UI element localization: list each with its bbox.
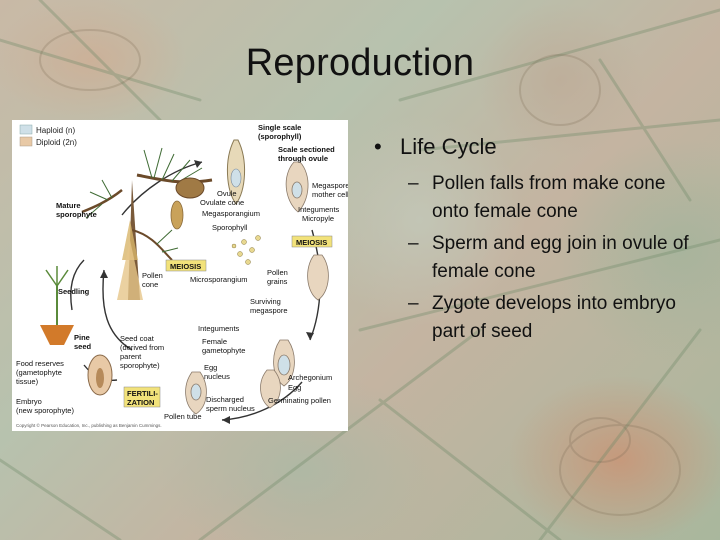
- label-food-reserves-1: Food reserves: [16, 359, 64, 368]
- label-food-reserves-2: (gametophyte: [16, 368, 62, 377]
- sub-bullet-marker: –: [408, 233, 419, 254]
- bullet-marker: •: [374, 134, 382, 159]
- label-seed-coat-2: (derived from: [120, 343, 164, 352]
- legend-haploid: Haploid (n): [36, 126, 75, 135]
- label-sporophyll-paren: (sporophyll): [258, 132, 302, 141]
- label-egg-2: Egg: [288, 383, 301, 392]
- label-mother-cell: mother cell: [312, 190, 348, 199]
- bullet-life-cycle-text: Life Cycle: [400, 134, 497, 159]
- label-seed: seed: [74, 342, 92, 351]
- label-sporophyll: Sporophyll: [212, 223, 248, 232]
- label-pine: Pine: [74, 333, 90, 342]
- pine-life-cycle-figure: Haploid (n) Diploid (2n): [12, 120, 348, 431]
- label-copyright: Copyright © Pearson Education, Inc., pub…: [16, 422, 162, 428]
- label-embryo-2: (new sporophyte): [16, 406, 74, 415]
- label-megasporangium: Megasporangium: [202, 209, 260, 218]
- pollen-grains-image: [231, 235, 261, 265]
- diploid-swatch: [19, 136, 33, 147]
- label-megaspore-2: megaspore: [250, 306, 288, 315]
- label-integuments-top: Integuments: [298, 205, 340, 214]
- sub-bullet-zygote: – Zygote develops into embryo part of se…: [370, 290, 700, 346]
- label-fertil-2: ZATION: [127, 398, 154, 407]
- sub-bullet-text: Pollen falls from make cone onto female …: [432, 173, 666, 222]
- label-germinating-pollen: Germinating pollen: [268, 396, 331, 405]
- sub-bullet-text: Sperm and egg join in ovule of female co…: [432, 233, 689, 282]
- label-microsporangium: Microsporangium: [190, 275, 248, 284]
- slide-title: Reproduction: [245, 42, 475, 84]
- figure-labels: Single scale (sporophyll) Scale sectione…: [16, 123, 348, 428]
- label-female: Female: [202, 337, 227, 346]
- meiosis-left-box: [165, 259, 207, 272]
- label-food-reserves-3: tissue): [16, 377, 39, 386]
- label-ovulate-cone: Ovulate cone: [200, 198, 244, 207]
- fertilization-box: [123, 386, 161, 408]
- label-pollen: Pollen: [142, 271, 163, 280]
- scale-ovule: [230, 168, 242, 188]
- sub-bullet-marker: –: [408, 173, 419, 194]
- life-cycle-diagram: Haploid (n) Diploid (2n): [16, 123, 348, 428]
- label-embryo-1: Embryo: [16, 397, 42, 406]
- pine-tree-image: [81, 147, 213, 300]
- label-gametophyte: gametophyte: [202, 346, 245, 355]
- sub-bullet-sperm-egg: – Sperm and egg join in ovule of female …: [370, 230, 700, 286]
- haploid-swatch: [19, 124, 33, 135]
- label-integuments-mid: Integuments: [198, 324, 240, 333]
- label-discharged-2: sperm nucleus: [206, 404, 255, 413]
- label-seed-coat-4: sporophyte): [120, 361, 160, 370]
- label-archegonium: Archegonium: [288, 373, 332, 382]
- label-mature: Mature: [56, 201, 81, 210]
- pine-seed-image: [87, 354, 113, 396]
- seedling-image: [40, 266, 74, 345]
- label-pollen-grains-1: Pollen: [267, 268, 288, 277]
- label-pollen-tube: Pollen tube: [164, 412, 202, 421]
- label-seedling: Seedling: [58, 287, 90, 296]
- label-cone: cone: [142, 280, 158, 289]
- label-surviving: Surviving: [250, 297, 281, 306]
- label-fertil-1: FERTILI-: [127, 389, 158, 398]
- label-micropyle: Micropyle: [302, 214, 334, 223]
- label-single-scale: Single scale: [258, 123, 301, 132]
- label-pollen-grains-2: grains: [267, 277, 288, 286]
- label-through-ovule: through ovule: [278, 154, 328, 163]
- label-seed-coat-1: Seed coat: [120, 334, 155, 343]
- legend-diploid: Diploid (2n): [36, 138, 77, 147]
- label-meiosis-left: MEIOSIS: [170, 262, 201, 271]
- label-scale-sectioned: Scale sectioned: [278, 145, 335, 154]
- label-megaspore: Megaspore: [312, 181, 348, 190]
- label-discharged-1: Discharged: [206, 395, 244, 404]
- ovule-sections: [185, 161, 329, 415]
- label-nucleus: nucleus: [204, 372, 230, 381]
- label-ovule: Ovule: [217, 189, 237, 198]
- label-seed-coat-3: parent: [120, 352, 142, 361]
- sub-bullet-text: Zygote develops into embryo part of seed: [432, 293, 676, 342]
- bullet-life-cycle: • Life Cycle: [370, 132, 700, 162]
- sub-bullet-marker: –: [408, 293, 419, 314]
- bullet-list: • Life Cycle – Pollen falls from make co…: [370, 132, 700, 350]
- label-sporophyte: sporophyte: [56, 210, 97, 219]
- sub-bullet-pollen: – Pollen falls from make cone onto femal…: [370, 170, 700, 226]
- arrow-heads: [100, 160, 314, 424]
- meiosis-right-box: [291, 235, 333, 248]
- label-meiosis-right: MEIOSIS: [296, 238, 327, 247]
- label-egg: Egg: [204, 363, 217, 372]
